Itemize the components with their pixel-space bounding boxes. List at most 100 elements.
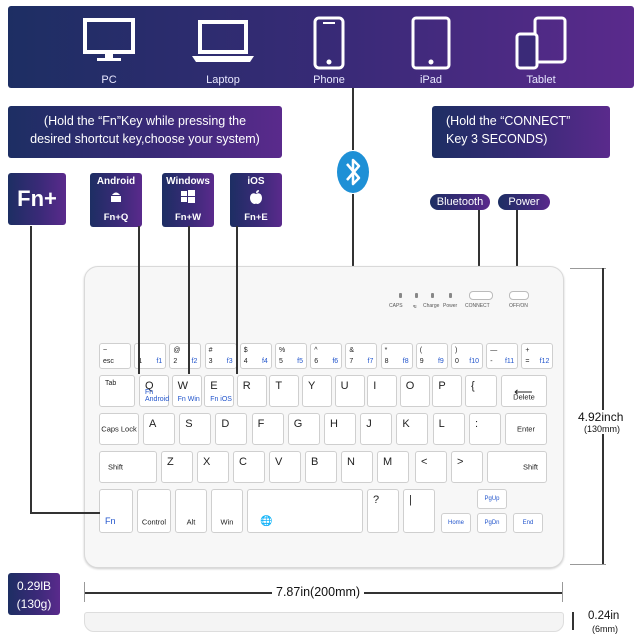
fn-plus-badge: Fn+ — [8, 173, 66, 225]
power-switch[interactable] — [509, 291, 529, 300]
tablet-icon — [515, 16, 567, 70]
device-label: Phone — [313, 74, 345, 86]
end-key[interactable]: End — [513, 513, 543, 533]
alt-key[interactable]: Alt — [175, 489, 207, 533]
device-label: iPad — [419, 74, 443, 86]
power-label: Power — [498, 194, 550, 210]
key-j[interactable]: J — [360, 413, 393, 445]
key-s[interactable]: S — [179, 413, 212, 445]
left-shift-key[interactable]: Shift — [99, 451, 157, 483]
keyboard: CAPS ฃ Charge Power CONNECT OFF/ON Tab {… — [84, 266, 564, 568]
key-i[interactable]: I — [367, 375, 398, 407]
power-indicator: Power — [443, 303, 458, 309]
power-switch-label: OFF/ON — [509, 303, 528, 309]
win-key[interactable]: Win — [211, 489, 243, 533]
device-laptop: Laptop — [168, 6, 278, 88]
key-h[interactable]: H — [324, 413, 356, 445]
pipe-key[interactable]: | — [403, 489, 435, 533]
key-z[interactable]: Z — [161, 451, 193, 483]
less-than-key[interactable]: < — [415, 451, 447, 483]
charge-indicator: Charge — [423, 303, 440, 309]
key-v[interactable]: V — [269, 451, 301, 483]
key-o[interactable]: O — [399, 375, 430, 407]
height-dimension: 4.92inch — [578, 410, 624, 424]
weight-lb: 0.29lB — [16, 579, 52, 593]
connect-label: CONNECT — [465, 303, 490, 309]
key-esc[interactable]: ~esc — [99, 343, 131, 369]
weight-badge: 0.29lB (130g) — [8, 573, 60, 615]
key-l[interactable]: L — [432, 413, 465, 445]
device-bar: PC Laptop Phone iPad Tablet — [8, 6, 634, 88]
windows-combo: Fn+W — [174, 212, 202, 223]
device-label: Laptop — [206, 74, 240, 86]
bluetooth-icon — [337, 151, 369, 193]
key-m[interactable]: M — [377, 451, 409, 483]
fn-key[interactable]: Fn — [99, 489, 133, 533]
key-y[interactable]: Y — [302, 375, 332, 407]
connect-instruction-line2: Key 3 SECONDS) — [446, 132, 548, 146]
down-key[interactable]: PgDn — [477, 513, 507, 533]
windows-icon — [181, 190, 195, 203]
bluetooth-indicator: ฃ — [413, 304, 417, 310]
key-g[interactable]: G — [287, 413, 320, 445]
laptop-icon — [192, 20, 254, 62]
key-=[interactable]: +=f12 — [521, 343, 554, 369]
ios-label: iOS — [247, 176, 265, 187]
key-a[interactable]: A — [143, 413, 175, 445]
key-f[interactable]: F — [251, 413, 284, 445]
android-icon — [111, 192, 121, 202]
key-n[interactable]: N — [341, 451, 373, 483]
key-d[interactable]: D — [215, 413, 248, 445]
delete-key[interactable]: Delete⟵ — [501, 375, 547, 407]
ios-combo: Fn+E — [244, 212, 268, 223]
keyboard-side-view — [84, 612, 564, 632]
space-bar[interactable]: 🌐 — [247, 489, 363, 533]
semicolon-key[interactable]: : — [469, 413, 501, 445]
up-key[interactable]: PgUp — [477, 489, 507, 509]
key-u[interactable]: U — [334, 375, 365, 407]
key-t[interactable]: T — [269, 375, 300, 407]
device-label: Tablet — [526, 74, 556, 86]
right-shift-key[interactable]: Shift — [487, 451, 547, 483]
key-p[interactable]: P — [432, 375, 463, 407]
key--[interactable]: —-f11 — [486, 343, 519, 369]
caps-indicator: CAPS — [389, 303, 403, 309]
greater-than-key[interactable]: > — [451, 451, 483, 483]
tab-key[interactable]: Tab — [99, 375, 135, 407]
bracket-key[interactable]: { — [465, 375, 497, 407]
android-label: Android — [96, 176, 136, 187]
device-tablet: Tablet — [486, 6, 596, 88]
key-k[interactable]: K — [396, 413, 429, 445]
enter-key[interactable]: Enter — [505, 413, 547, 445]
caps-lock-key[interactable]: Caps Lock — [99, 413, 139, 445]
weight-g: (130g) — [16, 597, 52, 611]
width-dimension: 7.87in(200mm) — [272, 585, 365, 599]
key-b[interactable]: B — [305, 451, 337, 483]
key-1[interactable]: !1f1 — [134, 343, 167, 369]
height-dimension-mm: (130mm) — [584, 424, 621, 434]
home-key[interactable]: Home — [441, 513, 471, 533]
bluetooth-label: Bluetooth — [430, 194, 490, 210]
question-key[interactable]: ? — [367, 489, 399, 533]
windows-label: Windows — [166, 176, 210, 187]
device-ipad: iPad — [376, 6, 486, 88]
key-c[interactable]: C — [233, 451, 265, 483]
connect-button[interactable] — [469, 291, 493, 300]
connect-instruction-line1: (Hold the “CONNECT” — [446, 114, 571, 128]
key-r[interactable]: R — [236, 375, 267, 407]
control-key[interactable]: Control — [137, 489, 171, 533]
key-x[interactable]: X — [197, 451, 229, 483]
ios-shortcut: iOS Fn+E — [230, 173, 282, 227]
